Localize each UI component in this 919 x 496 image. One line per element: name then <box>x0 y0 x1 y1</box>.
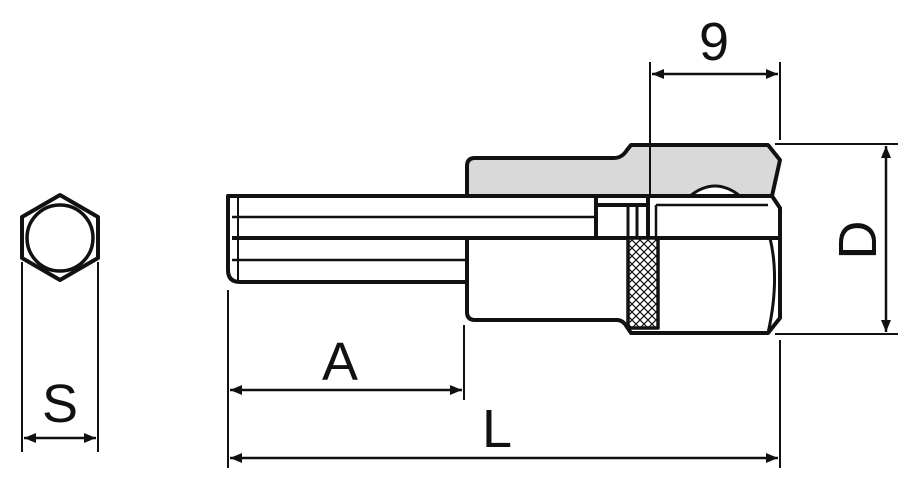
dimension-label-l: L <box>482 399 512 459</box>
dimension-label-9: 9 <box>699 12 729 72</box>
knurled-ring <box>626 236 660 330</box>
hex-end-view: S <box>20 193 100 452</box>
dimension-label-a: A <box>322 332 358 392</box>
socket-body-chamfer <box>766 237 776 334</box>
socket-detent-ball <box>689 184 741 198</box>
socket-lower-body <box>465 236 782 335</box>
square-drive-block <box>646 194 782 240</box>
dimension-label-d: D <box>828 221 888 260</box>
dimension-label-s: S <box>42 374 78 434</box>
dimensions <box>227 62 898 468</box>
socket-upper-sleeve <box>465 143 782 198</box>
retaining-clip <box>594 203 650 240</box>
side-view <box>226 143 782 335</box>
hex-inner-circle <box>25 203 95 273</box>
hex-outline <box>20 193 100 282</box>
